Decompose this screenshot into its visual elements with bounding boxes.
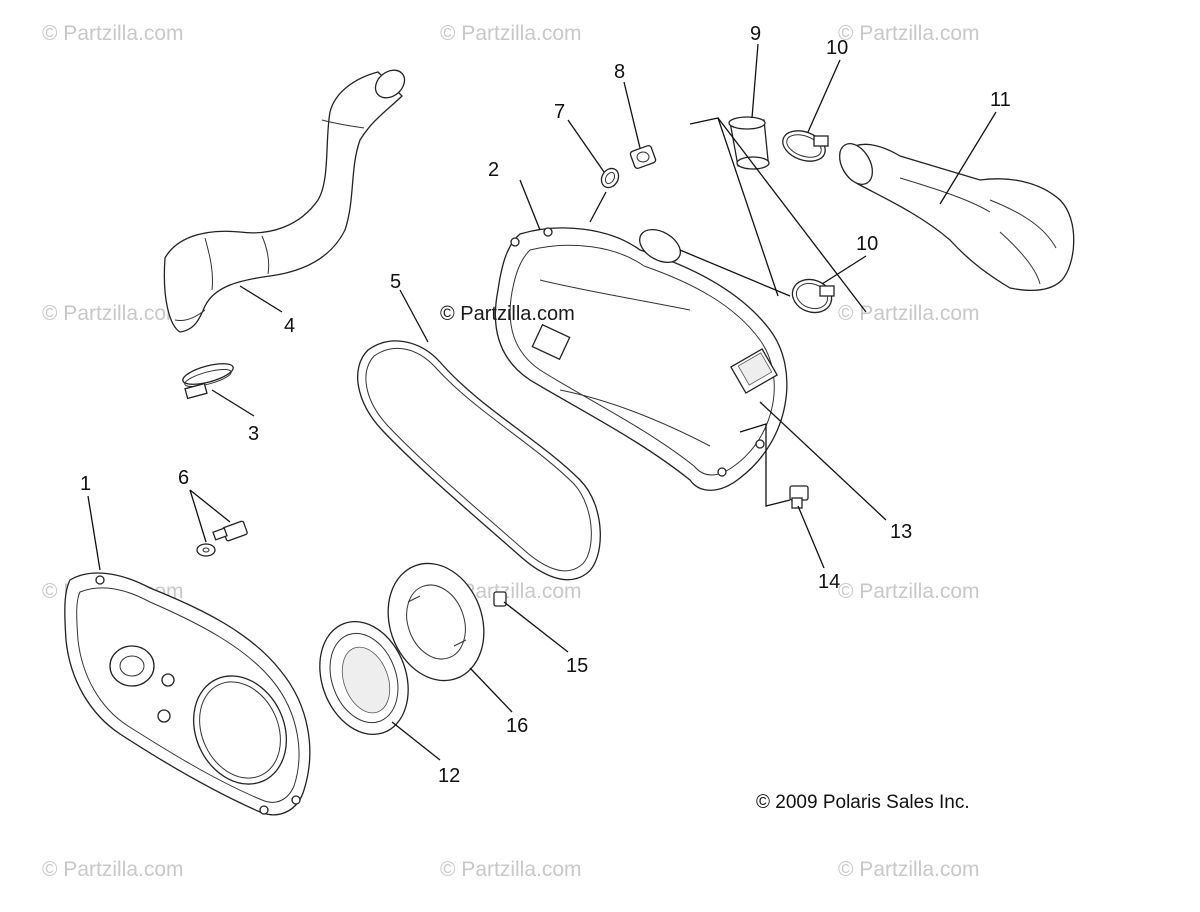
watermark: © Partzilla.com (440, 858, 582, 881)
watermark: © Partzilla.com (440, 22, 582, 45)
callout-13: 13 (890, 521, 912, 543)
callout-14: 14 (818, 571, 840, 593)
part-14-screw[interactable] (789, 485, 809, 509)
callout-16: 16 (506, 715, 528, 737)
leader-lines (87, 43, 997, 761)
copyright-notice: © 2009 Polaris Sales Inc. (756, 792, 970, 813)
callout-9: 9 (750, 23, 761, 45)
watermark: © Partzilla.com (42, 858, 184, 881)
watermark: © Partzilla.com (42, 22, 184, 45)
callouts: 1 2 3 4 5 6 7 8 9 10 10 11 12 13 14 15 1… (80, 23, 1011, 787)
part-3-hose-clamp[interactable] (181, 360, 235, 400)
part-7-o-ring[interactable] (598, 165, 622, 190)
callout-12: 12 (438, 765, 460, 787)
part-12-seal[interactable] (305, 609, 424, 747)
callout-4: 4 (284, 315, 295, 337)
part-13-label[interactable] (737, 352, 773, 386)
callout-15: 15 (566, 655, 588, 677)
part-8-plug[interactable] (629, 144, 657, 170)
part-1-inner-clutch-cover[interactable] (64, 572, 311, 816)
part-16-plate[interactable] (372, 550, 499, 694)
part-9-adapter[interactable] (728, 116, 770, 170)
callout-10-lower: 10 (856, 233, 878, 255)
part-10-clamp-lower[interactable] (788, 274, 837, 318)
watermark: © Partzilla.com (838, 302, 980, 325)
watermark: © Partzilla.com (838, 580, 980, 603)
part-11-air-intake[interactable] (833, 138, 1075, 292)
callout-5: 5 (390, 271, 401, 293)
callout-7: 7 (554, 101, 565, 123)
callout-11: 11 (990, 89, 1011, 111)
callout-2: 2 (488, 159, 499, 181)
part-5-drive-belt[interactable] (357, 340, 601, 581)
callout-6: 6 (178, 467, 189, 489)
callout-1: 1 (80, 473, 91, 495)
watermark: © Partzilla.com (838, 858, 980, 881)
part-4-intake-duct[interactable] (163, 65, 410, 333)
part-10-clamp-upper[interactable] (779, 125, 830, 166)
part-2-outer-clutch-cover[interactable] (494, 223, 788, 491)
callout-3: 3 (248, 423, 259, 445)
watermark: © Partzilla.com (42, 302, 184, 325)
part-15-screw[interactable] (493, 591, 507, 607)
watermark: © Partzilla.com (838, 22, 980, 45)
callout-8: 8 (614, 61, 625, 83)
part-6-screw-washer[interactable] (196, 520, 248, 557)
callout-10-upper: 10 (826, 37, 848, 59)
watermark-center: © Partzilla.com (440, 303, 575, 325)
